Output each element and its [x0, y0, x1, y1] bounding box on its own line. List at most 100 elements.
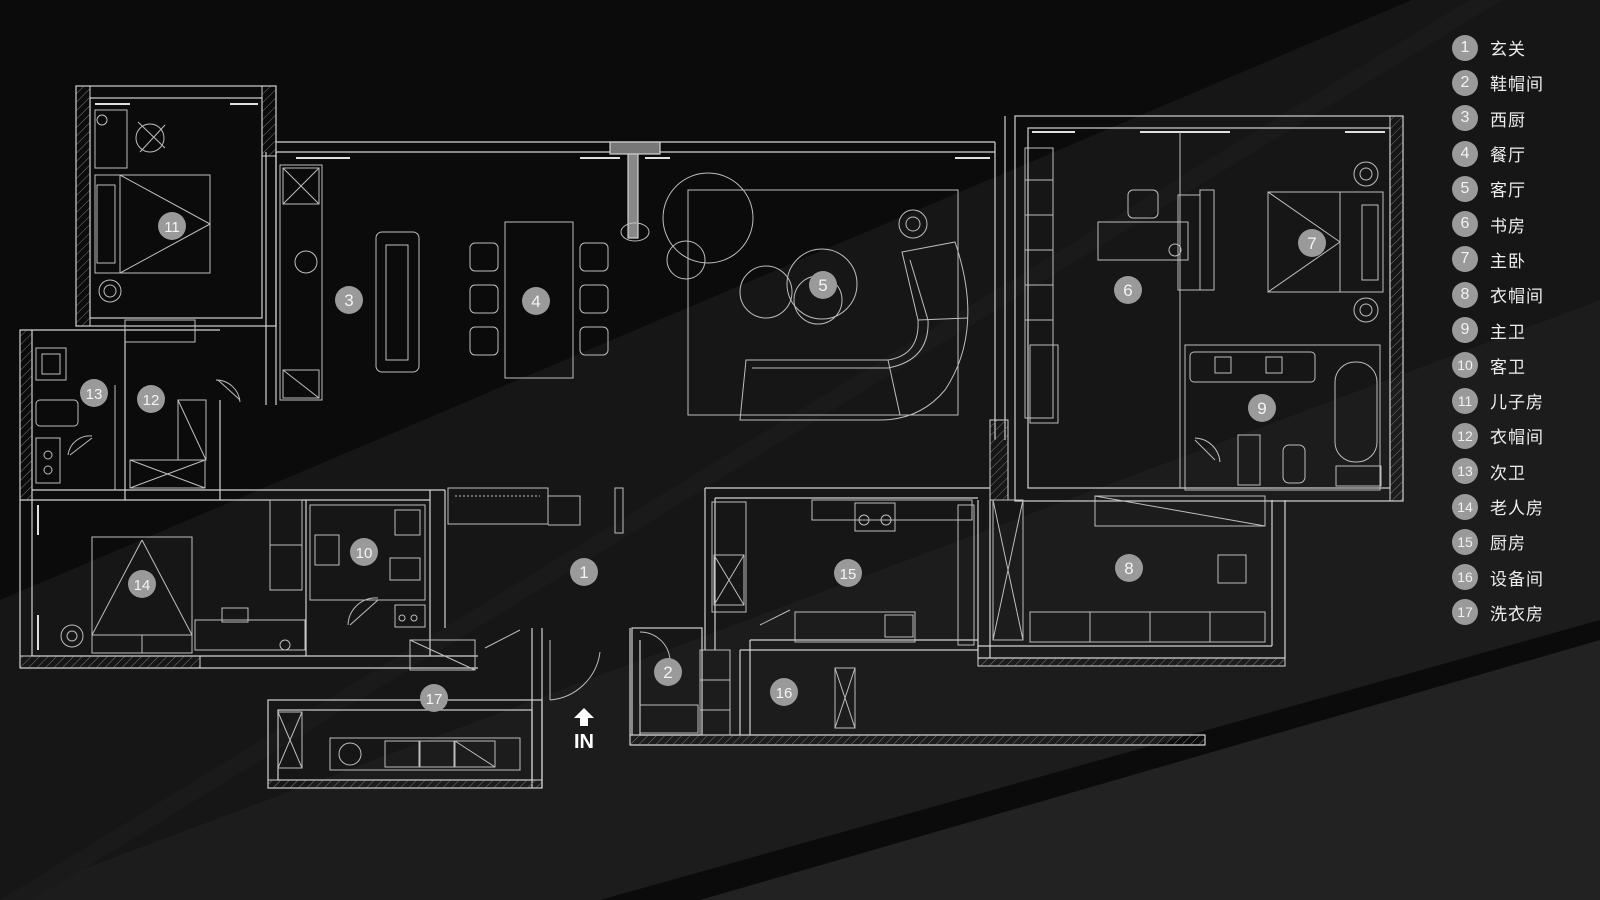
room-marker-label: 4: [531, 292, 540, 311]
legend-number-badge: 3: [1452, 105, 1478, 132]
legend-item: 3 西厨: [1452, 101, 1592, 136]
dining-furniture: [215, 164, 650, 403]
legend-item: 4 餐厅: [1452, 136, 1592, 171]
room-marker-15: 15: [834, 559, 862, 587]
room-marker-circle: [1298, 229, 1326, 257]
legend-number-badge: 11: [1452, 387, 1478, 414]
legend-label: 客厅: [1490, 181, 1526, 202]
legend-number-badge: 9: [1452, 317, 1478, 344]
legend-number-badge: 13: [1452, 458, 1478, 485]
legend-item: 6 书房: [1452, 206, 1592, 241]
room-marker-circle: [128, 570, 156, 598]
legend-item: 15 厨房: [1452, 524, 1592, 559]
legend-label: 西厨: [1490, 110, 1526, 131]
room-marker-17: 17: [420, 684, 448, 712]
legend-number-badge: 6: [1452, 211, 1478, 238]
legend-label: 老人房: [1490, 499, 1544, 519]
legend-label: 次卫: [1490, 463, 1526, 484]
room-marker-label: 3: [344, 291, 353, 310]
laundry-fixtures: [277, 639, 521, 771]
room-marker-label: 7: [1307, 234, 1316, 253]
legend-number-badge: 1: [1452, 34, 1478, 61]
room-marker-circle: [1248, 394, 1276, 422]
room-marker-10: 10: [350, 538, 378, 566]
legend-item: 16 设备间: [1452, 559, 1592, 594]
room-marker-label: 2: [663, 663, 672, 682]
room-marker-5: 5: [809, 271, 837, 299]
legend-number-badge: 10: [1452, 352, 1478, 379]
legend-label: 洗衣房: [1490, 604, 1544, 625]
walls: [19, 85, 1404, 789]
windows: [37, 103, 1385, 650]
room-marker-1: 1: [570, 558, 598, 586]
master-suite-furniture: [1024, 132, 1384, 488]
legend-item: 9 主卫: [1452, 312, 1592, 347]
room-marker-label: 9: [1257, 399, 1266, 418]
room-marker-circle: [834, 559, 862, 587]
legend-number-badge: 14: [1452, 493, 1478, 520]
room-marker-label: 16: [776, 685, 793, 702]
entrance-arrow-icon: [574, 708, 594, 726]
room-marker-label: 11: [164, 219, 180, 236]
room-marker-4: 4: [522, 287, 550, 315]
legend-number-badge: 7: [1452, 246, 1478, 273]
legend-number-badge: 5: [1452, 175, 1478, 202]
room-marker-16: 16: [770, 678, 798, 706]
legend-item: 10 客卫: [1452, 348, 1592, 383]
secondary-bath-fixtures: [35, 347, 207, 490]
legend-label: 餐厅: [1490, 146, 1526, 167]
room-marker-circle: [1115, 554, 1143, 582]
legend-number-badge: 16: [1452, 564, 1478, 591]
room-marker-11: 11: [158, 212, 186, 240]
room-marker-circle: [137, 385, 165, 413]
legend-number-badge: 15: [1452, 528, 1478, 555]
legend-item: 5 客厅: [1452, 171, 1592, 206]
room-marker-circle: [350, 538, 378, 566]
kitchen-fixtures: [711, 499, 975, 729]
legend-label: 主卫: [1490, 322, 1526, 343]
room-marker-label: 10: [356, 545, 373, 562]
room-marker-label: 14: [134, 577, 151, 594]
legend-label: 主卧: [1490, 251, 1526, 272]
foyer-fixtures: [447, 487, 731, 736]
legend-item: 2 鞋帽间: [1452, 65, 1592, 100]
room-marker-13: 13: [80, 379, 108, 407]
room-marker-label: 13: [86, 386, 103, 403]
legend-label: 厨房: [1490, 534, 1526, 555]
living-furniture: [662, 172, 969, 421]
room-marker-6: 6: [1114, 276, 1142, 304]
room-marker-label: 1: [579, 563, 588, 582]
room-marker-label: 6: [1123, 281, 1132, 300]
legend-label: 衣帽间: [1490, 287, 1544, 308]
room-marker-circle: [1114, 276, 1142, 304]
legend-number-badge: 17: [1452, 599, 1478, 626]
room-marker-circle: [770, 678, 798, 706]
legend-label: 鞋帽间: [1490, 75, 1544, 96]
legend-label: 儿子房: [1490, 393, 1544, 414]
room-marker-circle: [335, 286, 363, 314]
room-marker-8: 8: [1115, 554, 1143, 582]
room-marker-circle: [80, 379, 108, 407]
legend-item: 11 儿子房: [1452, 383, 1592, 418]
legend-item: 17 洗衣房: [1452, 595, 1592, 630]
room-marker-label: 5: [818, 276, 827, 295]
son-room-furniture: [94, 109, 211, 343]
legend-number-badge: 2: [1452, 69, 1478, 96]
room-marker-7: 7: [1298, 229, 1326, 257]
legend-number-badge: 4: [1452, 140, 1478, 167]
room-marker-14: 14: [128, 570, 156, 598]
legend-label: 客卫: [1490, 357, 1526, 378]
legend-item: 14 老人房: [1452, 489, 1592, 524]
room-marker-9: 9: [1248, 394, 1276, 422]
legend-label: 设备间: [1490, 569, 1544, 590]
legend-label: 书房: [1490, 216, 1526, 237]
legend-item: 7 主卧: [1452, 242, 1592, 277]
room-marker-12: 12: [137, 385, 165, 413]
wall-hatch: [19, 85, 1404, 789]
room-marker-circle: [158, 212, 186, 240]
room-marker-circle: [654, 658, 682, 686]
room-marker-circle: [570, 558, 598, 586]
